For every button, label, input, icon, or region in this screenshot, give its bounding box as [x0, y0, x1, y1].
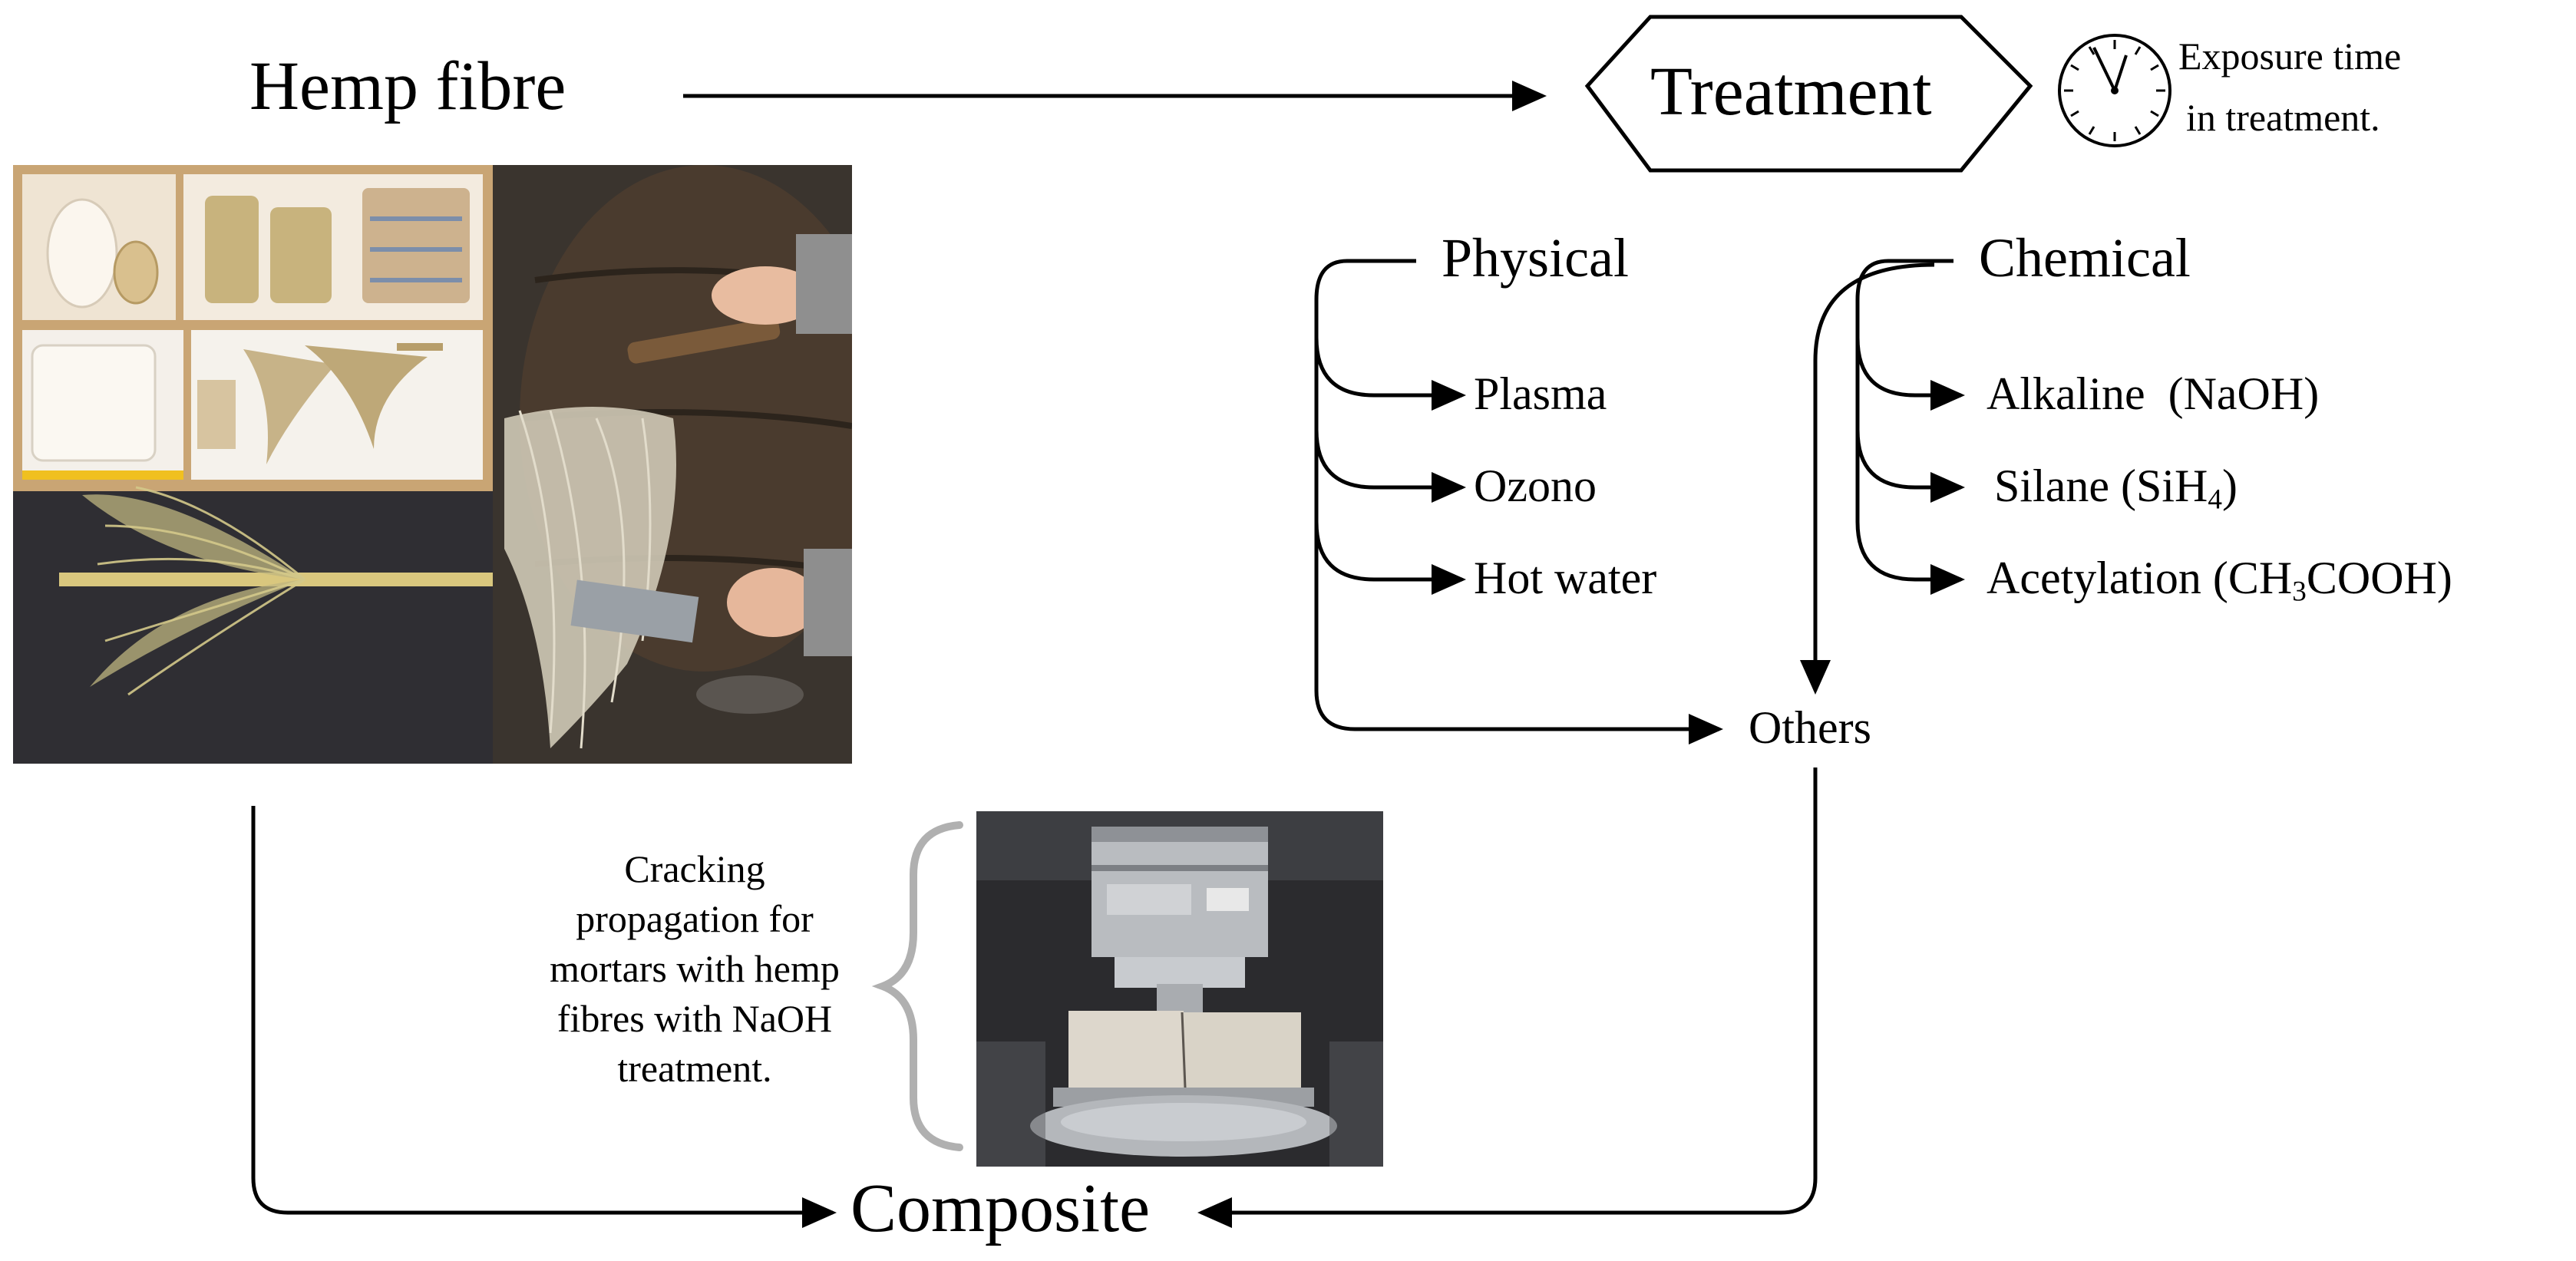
silane-formula-sub: 4: [2208, 484, 2222, 516]
mortar-test-photo: [976, 811, 1383, 1167]
physical-item-ozono: Ozono: [1474, 460, 1597, 511]
arrow-others-to-composite: [1197, 767, 1818, 1228]
hemp-fibre-photo: [13, 165, 852, 764]
acetylation-formula-post: COOH): [2306, 553, 2452, 603]
chemical-title: Chemical: [1979, 227, 2191, 289]
note-text: Cracking propagation for mortars with he…: [550, 847, 840, 1090]
chemical-item-silane: Silane (SiH4): [1994, 460, 2237, 513]
physical-item-plasma: Plasma: [1474, 368, 1607, 419]
physical-title: Physical: [1442, 227, 1629, 289]
others-label: Others: [1749, 702, 1871, 753]
hemp-fibre-label: Hemp fibre: [249, 48, 566, 124]
arrow-hemp-to-composite: [251, 806, 837, 1228]
clock-icon: [2058, 34, 2171, 147]
chemical-bracket-spine: [1855, 259, 1965, 595]
silane-name: Silane: [1994, 460, 2109, 511]
alkaline-formula: (NaOH): [2168, 368, 2320, 419]
arrow-to-plasma: [1314, 337, 1466, 411]
arrow-to-silane: [1855, 429, 1965, 503]
chemical-item-alkaline: Alkaline (NaOH): [1986, 371, 2319, 417]
exposure-line-2: in treatment.: [2186, 96, 2380, 139]
acetylation-formula-sub: 3: [2292, 576, 2307, 608]
composite-label: Composite: [850, 1170, 1151, 1246]
arrow-chemical-to-others: [1800, 262, 1935, 695]
arrow-to-hot-water: [1314, 521, 1466, 595]
treatment-hexagon: [1584, 15, 2033, 173]
exposure-line-1: Exposure time: [2178, 35, 2402, 78]
alkaline-name: Alkaline: [1986, 368, 2145, 419]
arrow-to-ozono: [1314, 429, 1466, 503]
silane-formula-pre: (SiH: [2120, 460, 2208, 511]
physical-bracket-spine: [1314, 259, 1723, 744]
treatment-label: Treatment: [1650, 54, 1932, 130]
note-brace: [871, 821, 963, 1151]
acetylation-name: Acetylation: [1986, 553, 2201, 603]
arrow-to-alkaline: [1855, 337, 1965, 411]
silane-formula-post: ): [2221, 460, 2237, 511]
chemical-item-acetylation: Acetylation (CH3COOH): [1986, 553, 2452, 606]
acetylation-formula-pre: (CH: [2212, 553, 2293, 603]
physical-item-hot-water: Hot water: [1474, 553, 1657, 603]
